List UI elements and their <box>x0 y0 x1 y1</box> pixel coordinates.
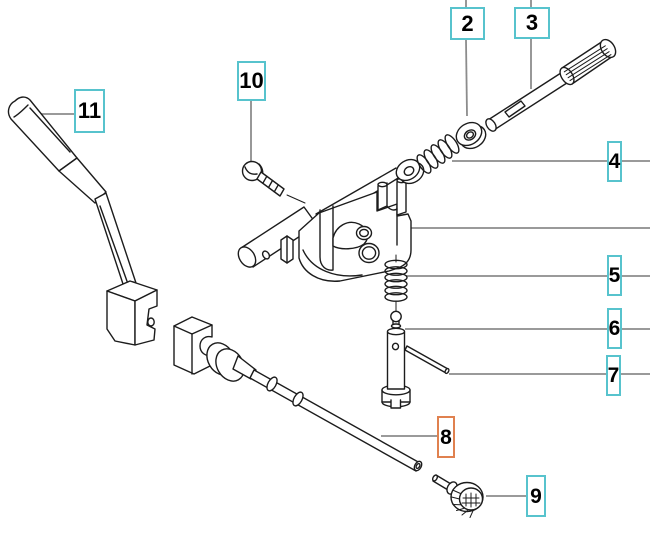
callout-9-label: 9 <box>530 484 542 508</box>
dowel-pin-drawing <box>404 345 450 375</box>
callout-3[interactable]: 3 <box>514 7 550 39</box>
bracket-drawing <box>237 167 412 282</box>
callout-10-label: 10 <box>239 68 264 93</box>
callout-8-label: 8 <box>440 425 452 449</box>
callout-11[interactable]: 11 <box>74 89 105 133</box>
screw-drawing <box>241 160 306 204</box>
callout-6[interactable]: 6 <box>607 308 622 349</box>
callout-10[interactable]: 10 <box>237 61 266 101</box>
washer-large-drawing <box>455 121 487 150</box>
callout-7[interactable]: 7 <box>606 355 621 396</box>
callout-2[interactable]: 2 <box>450 7 485 40</box>
callout-6-label: 6 <box>608 317 621 340</box>
callout-3-label: 3 <box>525 10 539 35</box>
spring-horizontal-drawing <box>416 134 460 174</box>
callout-11-label: 11 <box>77 98 102 123</box>
valve-body-drawing <box>381 327 411 409</box>
callout-4-label: 4 <box>608 150 621 173</box>
handle-rod-drawing <box>485 38 617 132</box>
callout-8-highlighted[interactable]: 8 <box>437 416 455 458</box>
callout-4[interactable]: 4 <box>607 141 622 182</box>
callout-5-label: 5 <box>608 264 621 287</box>
spring-vertical-drawing <box>384 254 408 312</box>
callout-5[interactable]: 5 <box>607 255 622 296</box>
callout-7-label: 7 <box>607 364 620 387</box>
shaft-drawing <box>173 316 423 472</box>
leader-callout-2 <box>465 39 468 117</box>
callout-2-label: 2 <box>461 10 474 36</box>
callout-9[interactable]: 9 <box>526 475 546 517</box>
ball-pin-drawing <box>390 310 402 329</box>
knob-drawing <box>431 474 484 518</box>
lever-drawing <box>7 96 158 346</box>
